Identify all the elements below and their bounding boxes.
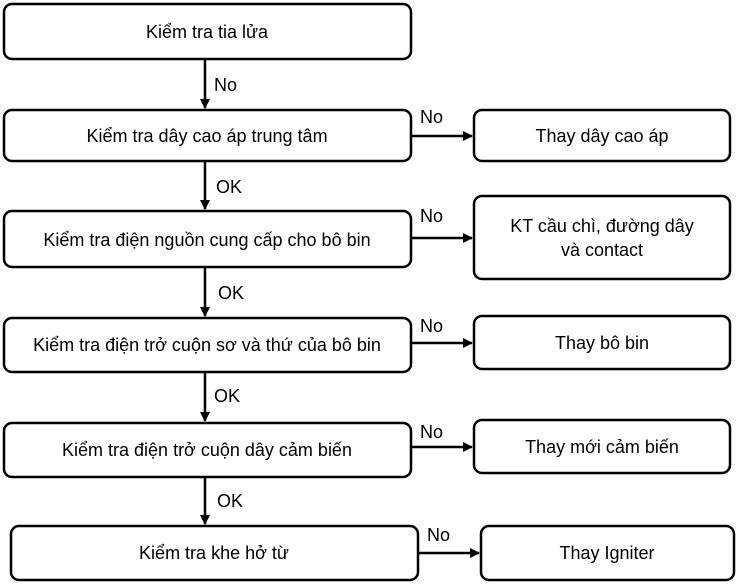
side-label-1: No xyxy=(420,107,443,127)
down-label-3: OK xyxy=(218,283,244,303)
step-label-sensor-coil-check: Kiểm tra điện trở cuộn dây cảm biến xyxy=(62,440,352,460)
down-label-4: OK xyxy=(214,386,240,406)
action-box-replace-igniter xyxy=(479,524,736,582)
step-label-power-supply-check: Kiểm tra điện nguồn cung cấp cho bô bin xyxy=(43,230,370,250)
action-label-replace-igniter: Thay Igniter xyxy=(559,543,654,563)
side-label-2: No xyxy=(420,206,443,226)
step-label-spark-check: Kiểm tra tia lửa xyxy=(146,22,269,42)
action-label-replace-hv-wire: Thay dây cao áp xyxy=(535,126,668,146)
action-label-replace-sensor: Thay mới cảm biến xyxy=(525,437,679,457)
down-label-5: OK xyxy=(217,491,243,511)
step-box-sensor-coil-check xyxy=(2,421,413,479)
action-label-replace-coil: Thay bô bin xyxy=(555,333,649,353)
step-label-coil-resistance-check: Kiểm tra điện trở cuộn sơ và thứ của bô … xyxy=(33,335,381,355)
step-box-spark-check xyxy=(2,2,413,61)
action-label-check-fuse-line2: và contact xyxy=(561,240,643,260)
step-label-hv-wire-check: Kiểm tra dây cao áp trung tâm xyxy=(86,126,327,146)
down-label-2: OK xyxy=(216,177,242,197)
side-label-3: No xyxy=(420,316,443,336)
action-label-check-fuse-line1: KT cầu chì, đường dây xyxy=(510,216,694,236)
action-box-check-fuse-wiring xyxy=(472,194,732,281)
side-label-5: No xyxy=(427,525,450,545)
action-box-replace-coil xyxy=(472,314,732,371)
action-box-replace-hv-wire xyxy=(472,108,732,163)
down-label-1: No xyxy=(214,75,237,95)
action-box-replace-sensor xyxy=(472,418,732,475)
side-label-4: No xyxy=(420,422,443,442)
step-label-air-gap-check: Kiểm tra khe hở từ xyxy=(139,543,289,563)
step-box-coil-resistance-check xyxy=(2,316,413,374)
